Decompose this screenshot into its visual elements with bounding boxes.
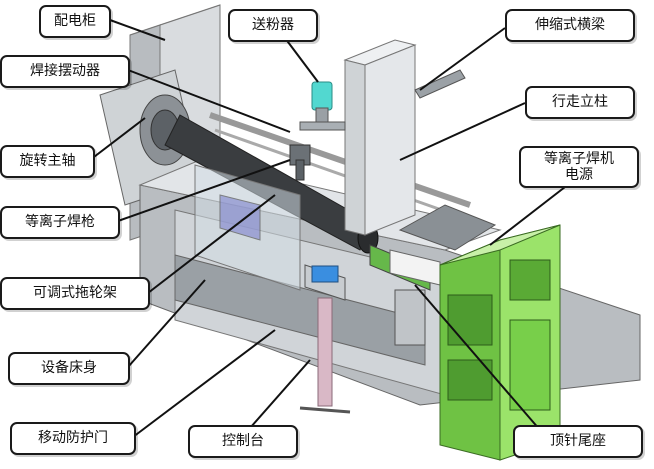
traveling-column-shape [343, 39, 497, 251]
label-plasma-torch: 等离子焊枪 [0, 206, 120, 239]
label-sliding-guard-door: 移动防护门 [10, 422, 136, 455]
leader-lines [89, 19, 566, 438]
plasma-torch-shape [289, 144, 311, 181]
powder-feeder-shape [299, 81, 346, 131]
label-control-console: 控制台 [188, 425, 298, 458]
tailstock-shape [369, 244, 441, 346]
label-tailstock-center: 顶针尾座 [513, 425, 643, 458]
power-supply-shape [439, 224, 561, 461]
label-plasma-power-supply: 等离子焊机 电源 [519, 146, 639, 188]
workpiece-tube-shape [164, 114, 379, 254]
label-telescopic-crossbeam: 伸缩式横梁 [505, 9, 635, 42]
label-adjustable-roller-frame: 可调式拖轮架 [0, 277, 150, 310]
label-powder-feeder: 送粉器 [228, 9, 318, 42]
label-plasma-power-line1: 等离子焊机 [544, 151, 614, 167]
label-traveling-column: 行走立柱 [525, 86, 635, 119]
label-welding-oscillator: 焊接摆动器 [0, 55, 130, 88]
label-distribution-cabinet: 配电柜 [39, 5, 111, 38]
label-rotary-spindle: 旋转主轴 [0, 145, 95, 178]
label-plasma-power-line2: 电源 [565, 167, 593, 183]
label-machine-bed: 设备床身 [8, 352, 130, 385]
control-console-shape [299, 264, 351, 414]
